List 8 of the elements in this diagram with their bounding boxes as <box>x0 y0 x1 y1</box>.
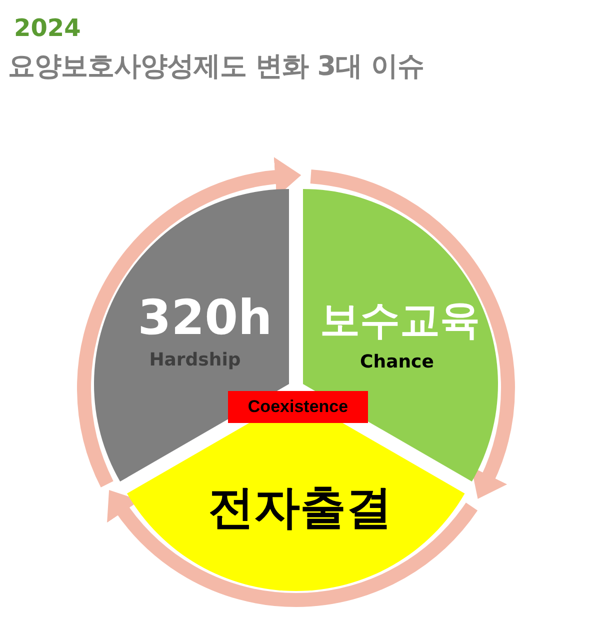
title: 요양보호사양성제도 변화 3대 이슈 <box>8 50 424 84</box>
sector-subtitle: Chance <box>360 352 434 372</box>
year-label: 2024 <box>14 14 81 42</box>
sector-subtitle: Hardship <box>149 350 241 370</box>
sector-heading: 320h <box>138 290 272 346</box>
center-label: Coexistence <box>228 391 368 423</box>
sector-heading: 전자출결 <box>208 479 392 536</box>
sector-heading: 보수교육 <box>320 296 480 346</box>
